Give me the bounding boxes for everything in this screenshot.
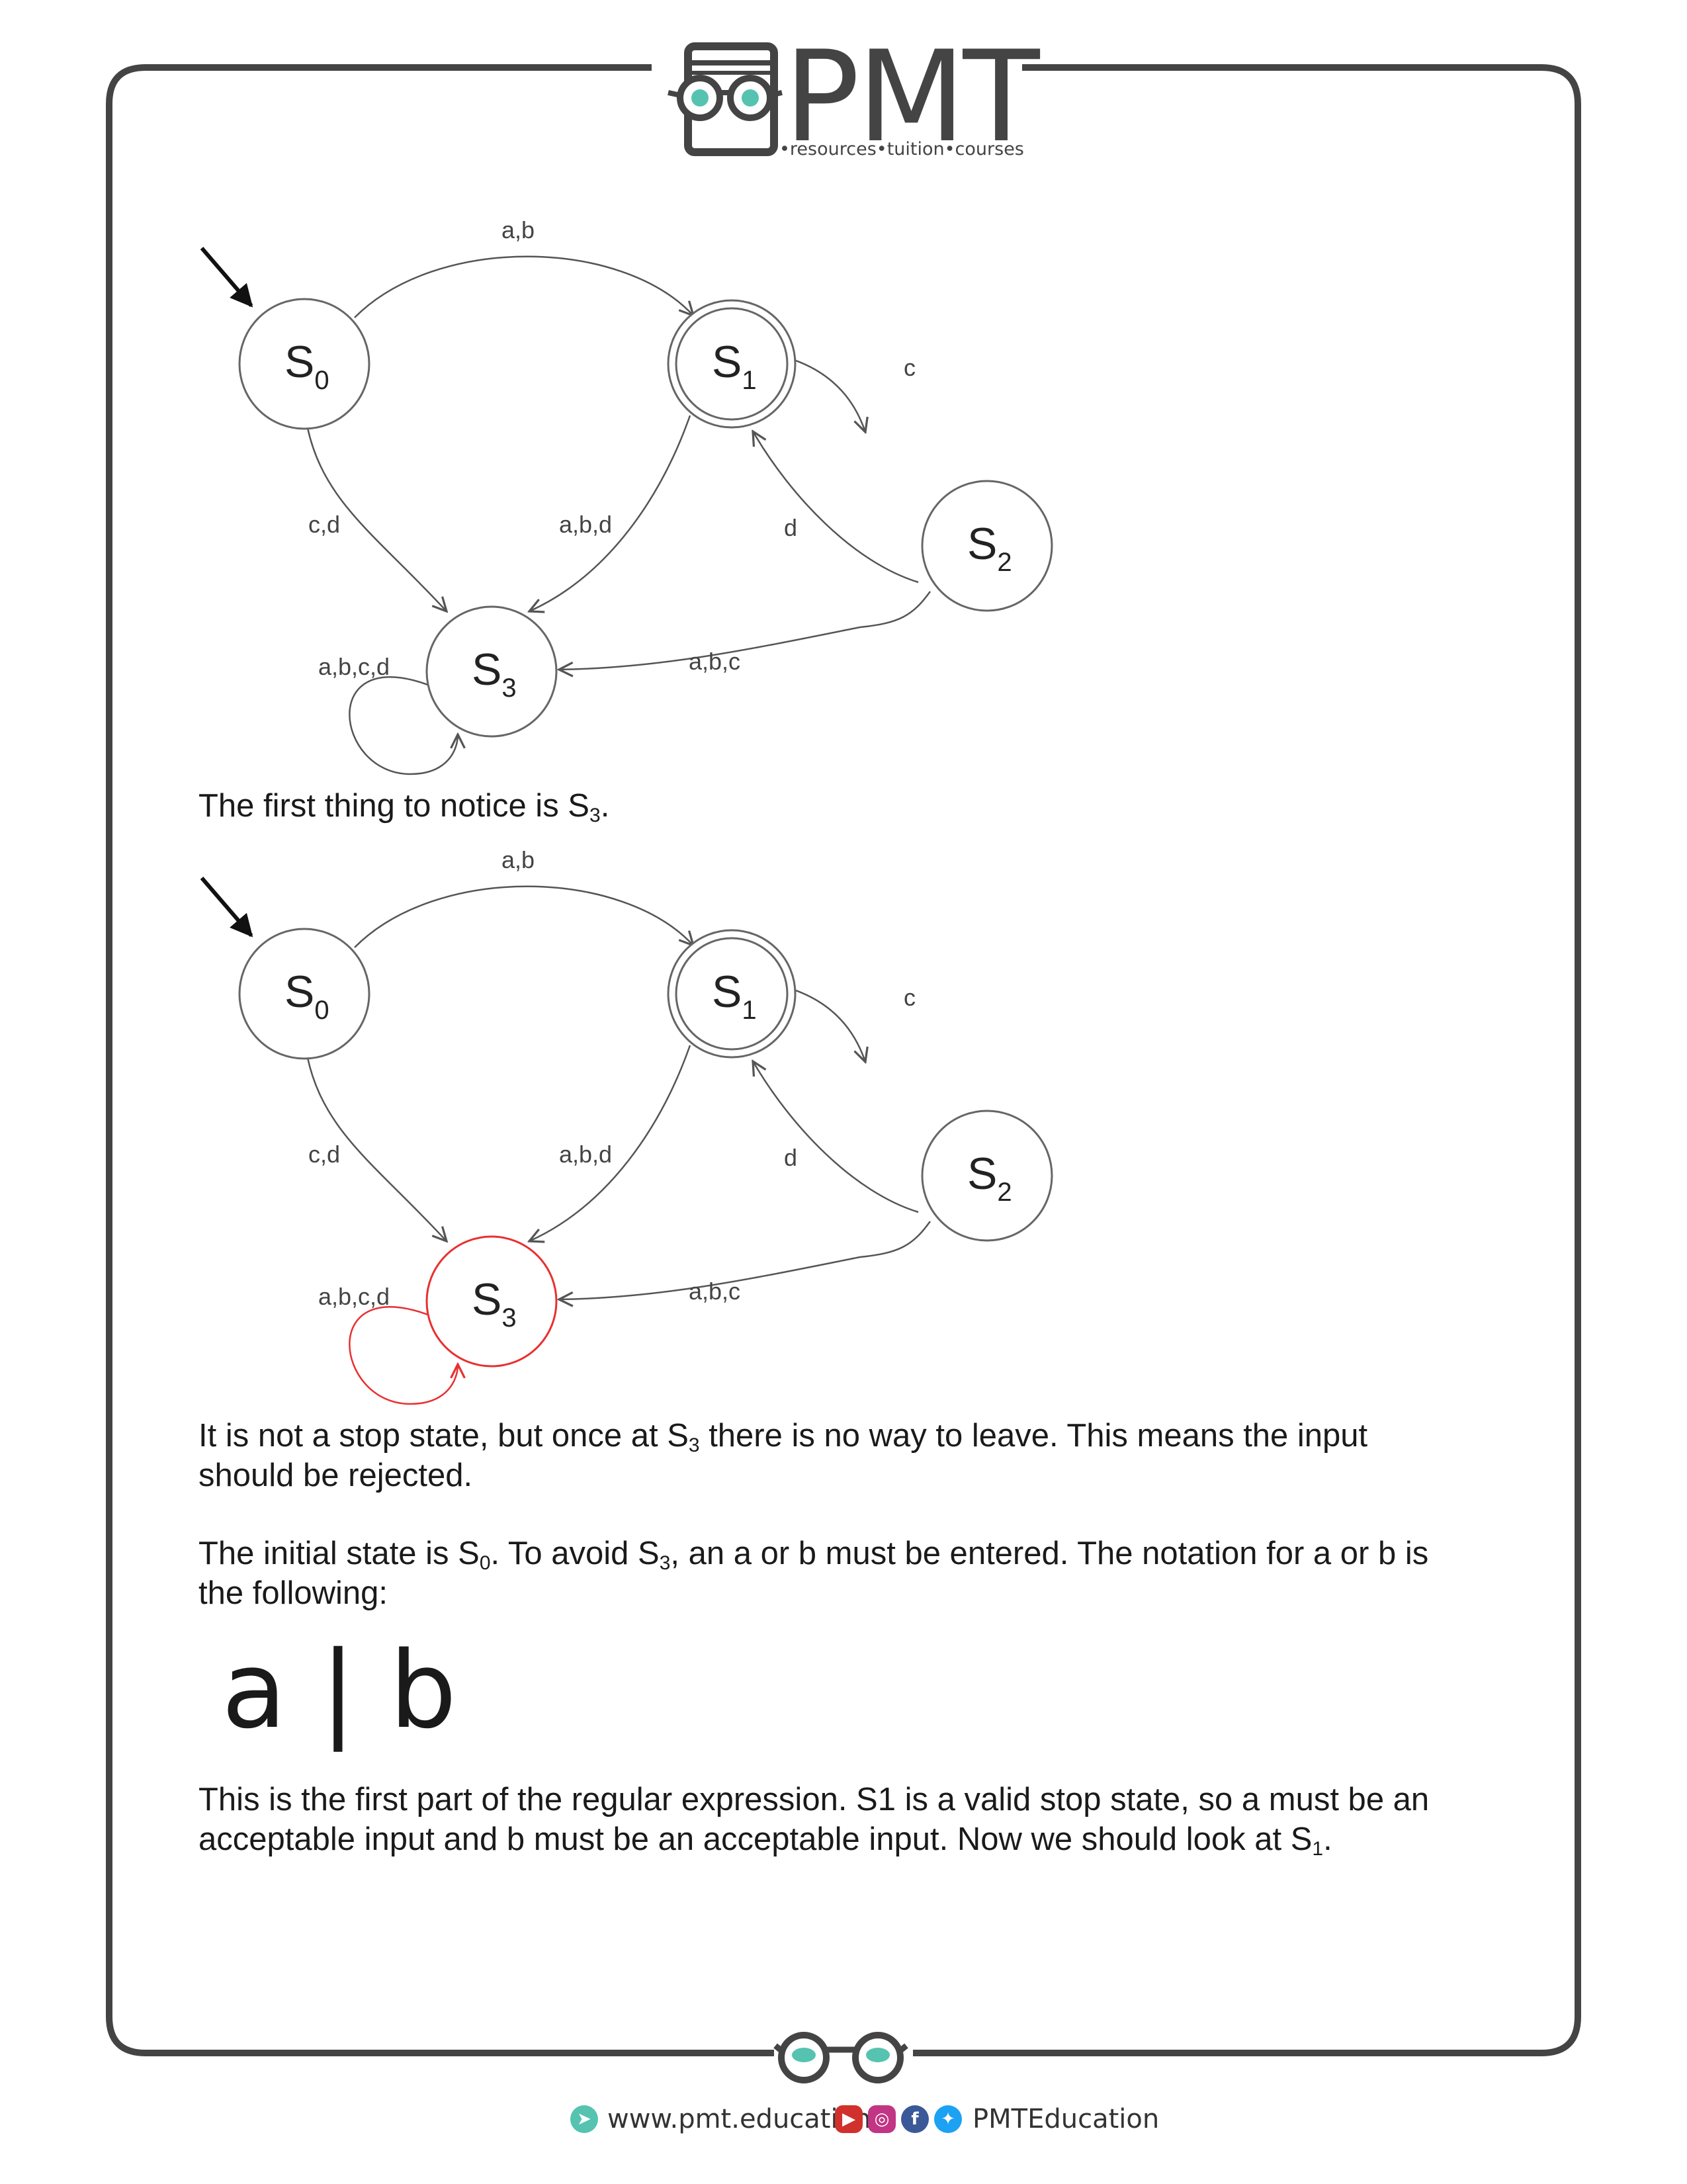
edge-s2-s3 <box>559 1221 931 1299</box>
state-s1 <box>667 929 797 1059</box>
start-arrow <box>200 247 253 308</box>
edge-s2-s1 <box>753 431 919 584</box>
svg-text:S2: S2 <box>967 1149 1012 1207</box>
label-s0-s3: c,d <box>308 511 340 538</box>
edge-s0-s1 <box>354 255 693 318</box>
footer-glasses-icon <box>773 2032 908 2083</box>
edge-s1-s3 <box>529 1045 691 1241</box>
youtube-icon[interactable]: ▶ <box>835 2105 863 2133</box>
website-link[interactable]: www.pmt.education <box>607 2104 871 2134</box>
label-s2-s3: a,b,c <box>689 648 740 675</box>
label-s1-s2: c <box>904 984 916 1011</box>
caption-1: The first thing to notice is S3. <box>198 788 610 826</box>
edge-s0-s3 <box>306 1057 447 1241</box>
state-s0 <box>238 298 370 430</box>
label-s1-s2: c <box>904 354 916 381</box>
label-s3-s3: a,b,c,d <box>318 1283 390 1310</box>
state-s2 <box>921 1110 1053 1242</box>
twitter-icon[interactable]: ✦ <box>934 2105 962 2133</box>
state-s2 <box>921 480 1053 612</box>
label-s2-s1: d <box>784 1144 797 1171</box>
edge-s1-s3 <box>529 415 691 611</box>
social-handle[interactable]: PMTEducation <box>973 2104 1160 2134</box>
logo-tagline: •resources•tuition•courses <box>779 139 1024 159</box>
state-diagram-1: S0 S1 S2 S3 a,b c d c,d a,b,d a,b,c a,b,… <box>200 218 1053 775</box>
logo-wordmark: PMT <box>784 24 1040 170</box>
svg-text:S3: S3 <box>472 1274 517 1332</box>
facebook-icon[interactable]: f <box>901 2105 929 2133</box>
paragraph-2: The initial state is S0. To avoid S3, an… <box>198 1536 1429 1611</box>
label-s1-s3: a,b,d <box>559 511 612 538</box>
state-s3-highlighted <box>425 1235 558 1368</box>
svg-text:S2: S2 <box>967 519 1012 577</box>
edge-s0-s1 <box>354 885 693 948</box>
instagram-icon[interactable]: ◎ <box>868 2105 896 2133</box>
edge-s2-s3 <box>559 591 931 670</box>
paragraph-1: It is not a stop state, but once at S3 t… <box>198 1418 1368 1493</box>
edge-s2-s1 <box>753 1061 919 1213</box>
edge-s0-s3 <box>306 427 447 611</box>
label-s0-s1: a,b <box>501 848 535 873</box>
regex-expression: a | b <box>222 1628 457 1752</box>
svg-text:S1: S1 <box>712 337 757 395</box>
label-s0-s3: c,d <box>308 1141 340 1168</box>
label-s2-s3: a,b,c <box>689 1278 740 1305</box>
state-s1 <box>667 299 797 429</box>
edge-s3-s3 <box>349 676 458 775</box>
state-diagram-2: S0 S1 S2 S3 a,b c d c,d a,b,d a,b,c a,b,… <box>200 848 1053 1405</box>
state-s3 <box>425 605 558 738</box>
state-s0 <box>238 928 370 1060</box>
edge-s3-s3-highlighted <box>349 1306 458 1405</box>
svg-text:S0: S0 <box>284 337 329 395</box>
label-s3-s3: a,b,c,d <box>318 653 390 680</box>
svg-text:S0: S0 <box>284 967 329 1025</box>
svg-text:S3: S3 <box>472 644 517 703</box>
logo-glasses-icon <box>668 75 783 121</box>
label-s0-s1: a,b <box>501 218 535 243</box>
label-s2-s1: d <box>784 514 797 541</box>
paragraph-3: This is the first part of the regular ex… <box>198 1782 1430 1860</box>
label-s1-s3: a,b,d <box>559 1141 612 1168</box>
svg-text:S1: S1 <box>712 967 757 1025</box>
cursor-icon: ➤ <box>570 2105 598 2133</box>
start-arrow <box>200 877 253 938</box>
